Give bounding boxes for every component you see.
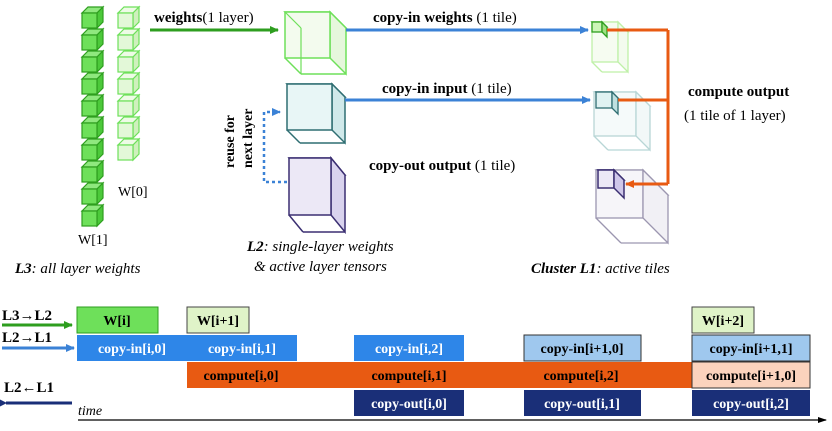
caption-l1: Cluster L1: active tiles [531,261,670,277]
l3-weight-cube [80,49,105,74]
bar-copyin-3 [523,334,642,362]
weights-arrow-label: weights(1 layer) [154,10,254,26]
svg-text:L2←L1: L2←L1 [4,380,54,396]
bar-weight-1-label: W[i+1] [197,314,239,329]
l3-weights-stack-w0 [116,5,141,162]
l1-input-tile [594,90,620,116]
l3-weight-cube [80,137,105,162]
l3-weight-cube [80,203,105,228]
l1-weights-tile [590,20,609,39]
bar-compute-0-label: compute[i,0] [203,369,278,384]
l3-weight-cube [80,115,105,140]
bar-copyout-2-label: copy-out[i,2] [713,397,789,412]
bar-copyin-0 [77,335,187,361]
compute-output-label: compute output [688,84,789,100]
bar-copyout-0 [354,390,464,416]
l3-weight-cube [116,27,141,52]
bar-weight-2-label: W[i+2] [702,314,744,329]
bar-copyin-4 [691,334,811,362]
bar-copyout-1 [524,390,641,416]
w0-label: W[0] [118,185,148,200]
reuse-arrow [262,108,287,184]
reuse-label-line2: next layer [241,109,256,168]
bar-compute-3-label: compute[i+1,0] [706,369,796,384]
reuse-label-line1: reuse for [223,115,238,168]
bar-copyin-2 [354,335,464,361]
l3-weight-cube [116,93,141,118]
bar-copyin-1 [187,335,297,361]
l3-weight-cube [80,159,105,184]
l3-weight-cube [80,5,105,30]
svg-text:L2→L1: L2→L1 [2,330,52,346]
bar-copyin-2-label: copy-in[i,2] [375,342,443,357]
l3-weight-cube [116,5,141,30]
l3-weight-cube [116,71,141,96]
l3-weight-cube [116,49,141,74]
bar-copyout-0-label: copy-out[i,0] [371,397,447,412]
time-label: time [78,404,102,419]
caption-l2: L2: single-layer weights [246,239,394,255]
bar-copyout-1-label: copy-out[i,1] [544,397,620,412]
bar-compute-3 [691,361,811,389]
l3-weight-cube [116,137,141,162]
bar-compute-2-label: compute[i,2] [543,369,618,384]
l2-input-cube [285,82,347,145]
bar-copyout-2 [692,390,810,416]
bar-copyin-4-label: copy-in[i+1,1] [709,342,792,357]
svg-text:L3→L2: L3→L2 [2,308,52,324]
copyin-input-label: copy-in input (1 tile) [382,81,512,97]
bar-compute-main [187,362,692,388]
caption-l2-line2: & active layer tensors [254,259,387,275]
row-label-l2-from-l1: L2←L1 [0,380,72,408]
bar-copyin-3-label: copy-in[i+1,0] [540,342,623,357]
copyout-output-label: copy-out output (1 tile) [369,158,515,174]
bar-weight-0-label: W[i] [103,314,130,329]
l2-weights-cube [283,10,348,76]
row-label-l2-l1: L2→L1 [2,330,75,352]
l2-output-cube [287,155,347,235]
l3-weights-stack-w1 [80,5,105,228]
l3-weight-cube [116,115,141,140]
l1-output-tile [596,168,626,200]
caption-l3: L3: all layer weights [14,261,141,277]
l3-weight-cube [80,71,105,96]
row-label-l3-l2: L3→L2 [2,308,73,329]
l3-weight-cube [80,181,105,206]
bar-compute-1-label: compute[i,1] [371,369,446,384]
copyin-weights-label: copy-in weights (1 tile) [373,10,517,26]
l3-weight-cube [80,93,105,118]
bar-weight-2 [691,306,755,334]
l3-weight-cube [80,27,105,52]
bar-copyin-0-label: copy-in[i,0] [98,342,166,357]
bar-weight-0 [76,306,159,334]
compute-output-sublabel: (1 tile of 1 layer) [684,108,786,124]
w1-label: W[1] [78,233,108,248]
bar-weight-1 [186,306,250,334]
bar-copyin-1-label: copy-in[i,1] [208,342,276,357]
